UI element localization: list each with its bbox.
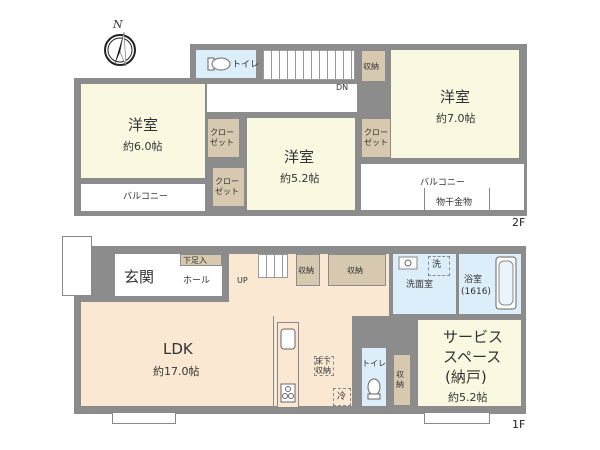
room-1f-service-space-line2: スペース: [443, 348, 502, 366]
room-2f-western-left: [81, 84, 205, 178]
stairs-1f-direction: UP: [237, 276, 248, 285]
room-2f-balcony-right-name: バルコニー: [420, 178, 465, 188]
room-2f-closet-2-name: クロー ゼット: [215, 177, 239, 196]
stairs-1f[interactable]: [258, 254, 288, 278]
room-2f-closet-3-name: クロー ゼット: [364, 128, 388, 147]
room-1f-toilet-name: トイレ: [362, 359, 386, 368]
room-2f-balcony-left: [81, 184, 205, 211]
room-2f-balcony-left-name: バルコニー: [123, 192, 168, 202]
underfloor-storage-name: 床下 収納: [315, 357, 331, 375]
room-2f-western-left-size: 約6.0帖: [123, 140, 163, 153]
fridge-label: 冷: [337, 392, 347, 402]
drying-rack-frame: [424, 188, 490, 210]
room-1f-entrance-name: 玄関: [124, 268, 155, 286]
room-1f-service-space: [418, 320, 521, 406]
room-2f-closet-1: [207, 118, 240, 158]
stairs-2f-direction: DN: [336, 83, 349, 92]
room-2f-western-right-size: 約7.0帖: [436, 112, 476, 125]
room-2f-balcony-right: [361, 164, 524, 210]
room-2f-closet-2: [212, 167, 245, 207]
room-1f-shoe-storage: [180, 254, 222, 266]
room-1f-storage-3: [393, 354, 411, 406]
compass: N: [100, 18, 140, 73]
room-2f-drying-rack: 物干金物: [436, 198, 473, 208]
stairs-2f[interactable]: [263, 50, 355, 80]
room-2f-hall: [207, 84, 357, 112]
room-2f-storage-name: 収納: [363, 62, 379, 71]
room-2f-western-right: [391, 50, 519, 158]
room-1f-service-space-size: 約5.2帖: [448, 391, 488, 404]
room-1f-storage-2: [328, 254, 386, 286]
window-ldk: [112, 412, 176, 424]
toilet-1f-icon: [367, 378, 381, 400]
entrance-porch: [62, 236, 92, 296]
room-1f-storage-1-name: 収納: [298, 266, 314, 275]
room-2f-storage: [361, 50, 386, 82]
window-service: [424, 412, 490, 424]
room-1f-storage-2-name: 収納: [347, 266, 363, 275]
washer-space: [428, 256, 450, 276]
washbasin-icon: [398, 256, 418, 270]
fridge-space: [333, 388, 351, 406]
room-2f-western-left-name: 洋室: [128, 116, 159, 134]
room-2f-western-center-size: 約5.2帖: [280, 172, 320, 185]
room-2f-western-right-name: 洋室: [440, 88, 471, 106]
room-2f-western-center-name: 洋室: [284, 148, 315, 166]
room-1f-bathroom-spec: (1616): [461, 287, 491, 297]
room-1f-ldk-name: LDK: [163, 340, 193, 358]
compass-north-label: N: [113, 18, 123, 31]
room-1f-storage-3-name: 収 納: [396, 370, 404, 389]
room-1f-shoe-storage-name: 下足入: [183, 256, 207, 265]
stove-icon: [280, 383, 296, 403]
room-2f-closet-1-name: クロー ゼット: [210, 128, 234, 147]
room-1f-washroom-name: 洗面室: [406, 280, 434, 290]
bathtub-icon: [495, 256, 517, 310]
room-2f-closet-3: [361, 118, 391, 158]
room-1f-ldk: [81, 302, 273, 406]
washer-label: 洗: [432, 260, 442, 270]
underfloor-storage[interactable]: [314, 356, 334, 376]
room-1f-storage-1: [296, 254, 320, 286]
room-1f-entrance: [115, 254, 160, 296]
compass-icon: [104, 31, 136, 67]
room-1f-hall-name: ホール: [183, 276, 211, 286]
room-1f-service-space-line1: サービス: [443, 328, 504, 346]
room-2f-toilet-name: トイレ: [232, 60, 260, 70]
floor-tag-2f: 2F: [512, 216, 526, 229]
room-2f-western-center: [247, 118, 355, 210]
sink-icon: [280, 328, 296, 350]
toilet-icon: [207, 57, 231, 71]
floor-tag-1f: 1F: [512, 418, 526, 431]
room-1f-ldk-size: 約17.0帖: [153, 365, 200, 378]
room-1f-bathroom-name: 浴室: [464, 275, 483, 285]
room-1f-service-space-line3: (納戸): [445, 368, 487, 386]
